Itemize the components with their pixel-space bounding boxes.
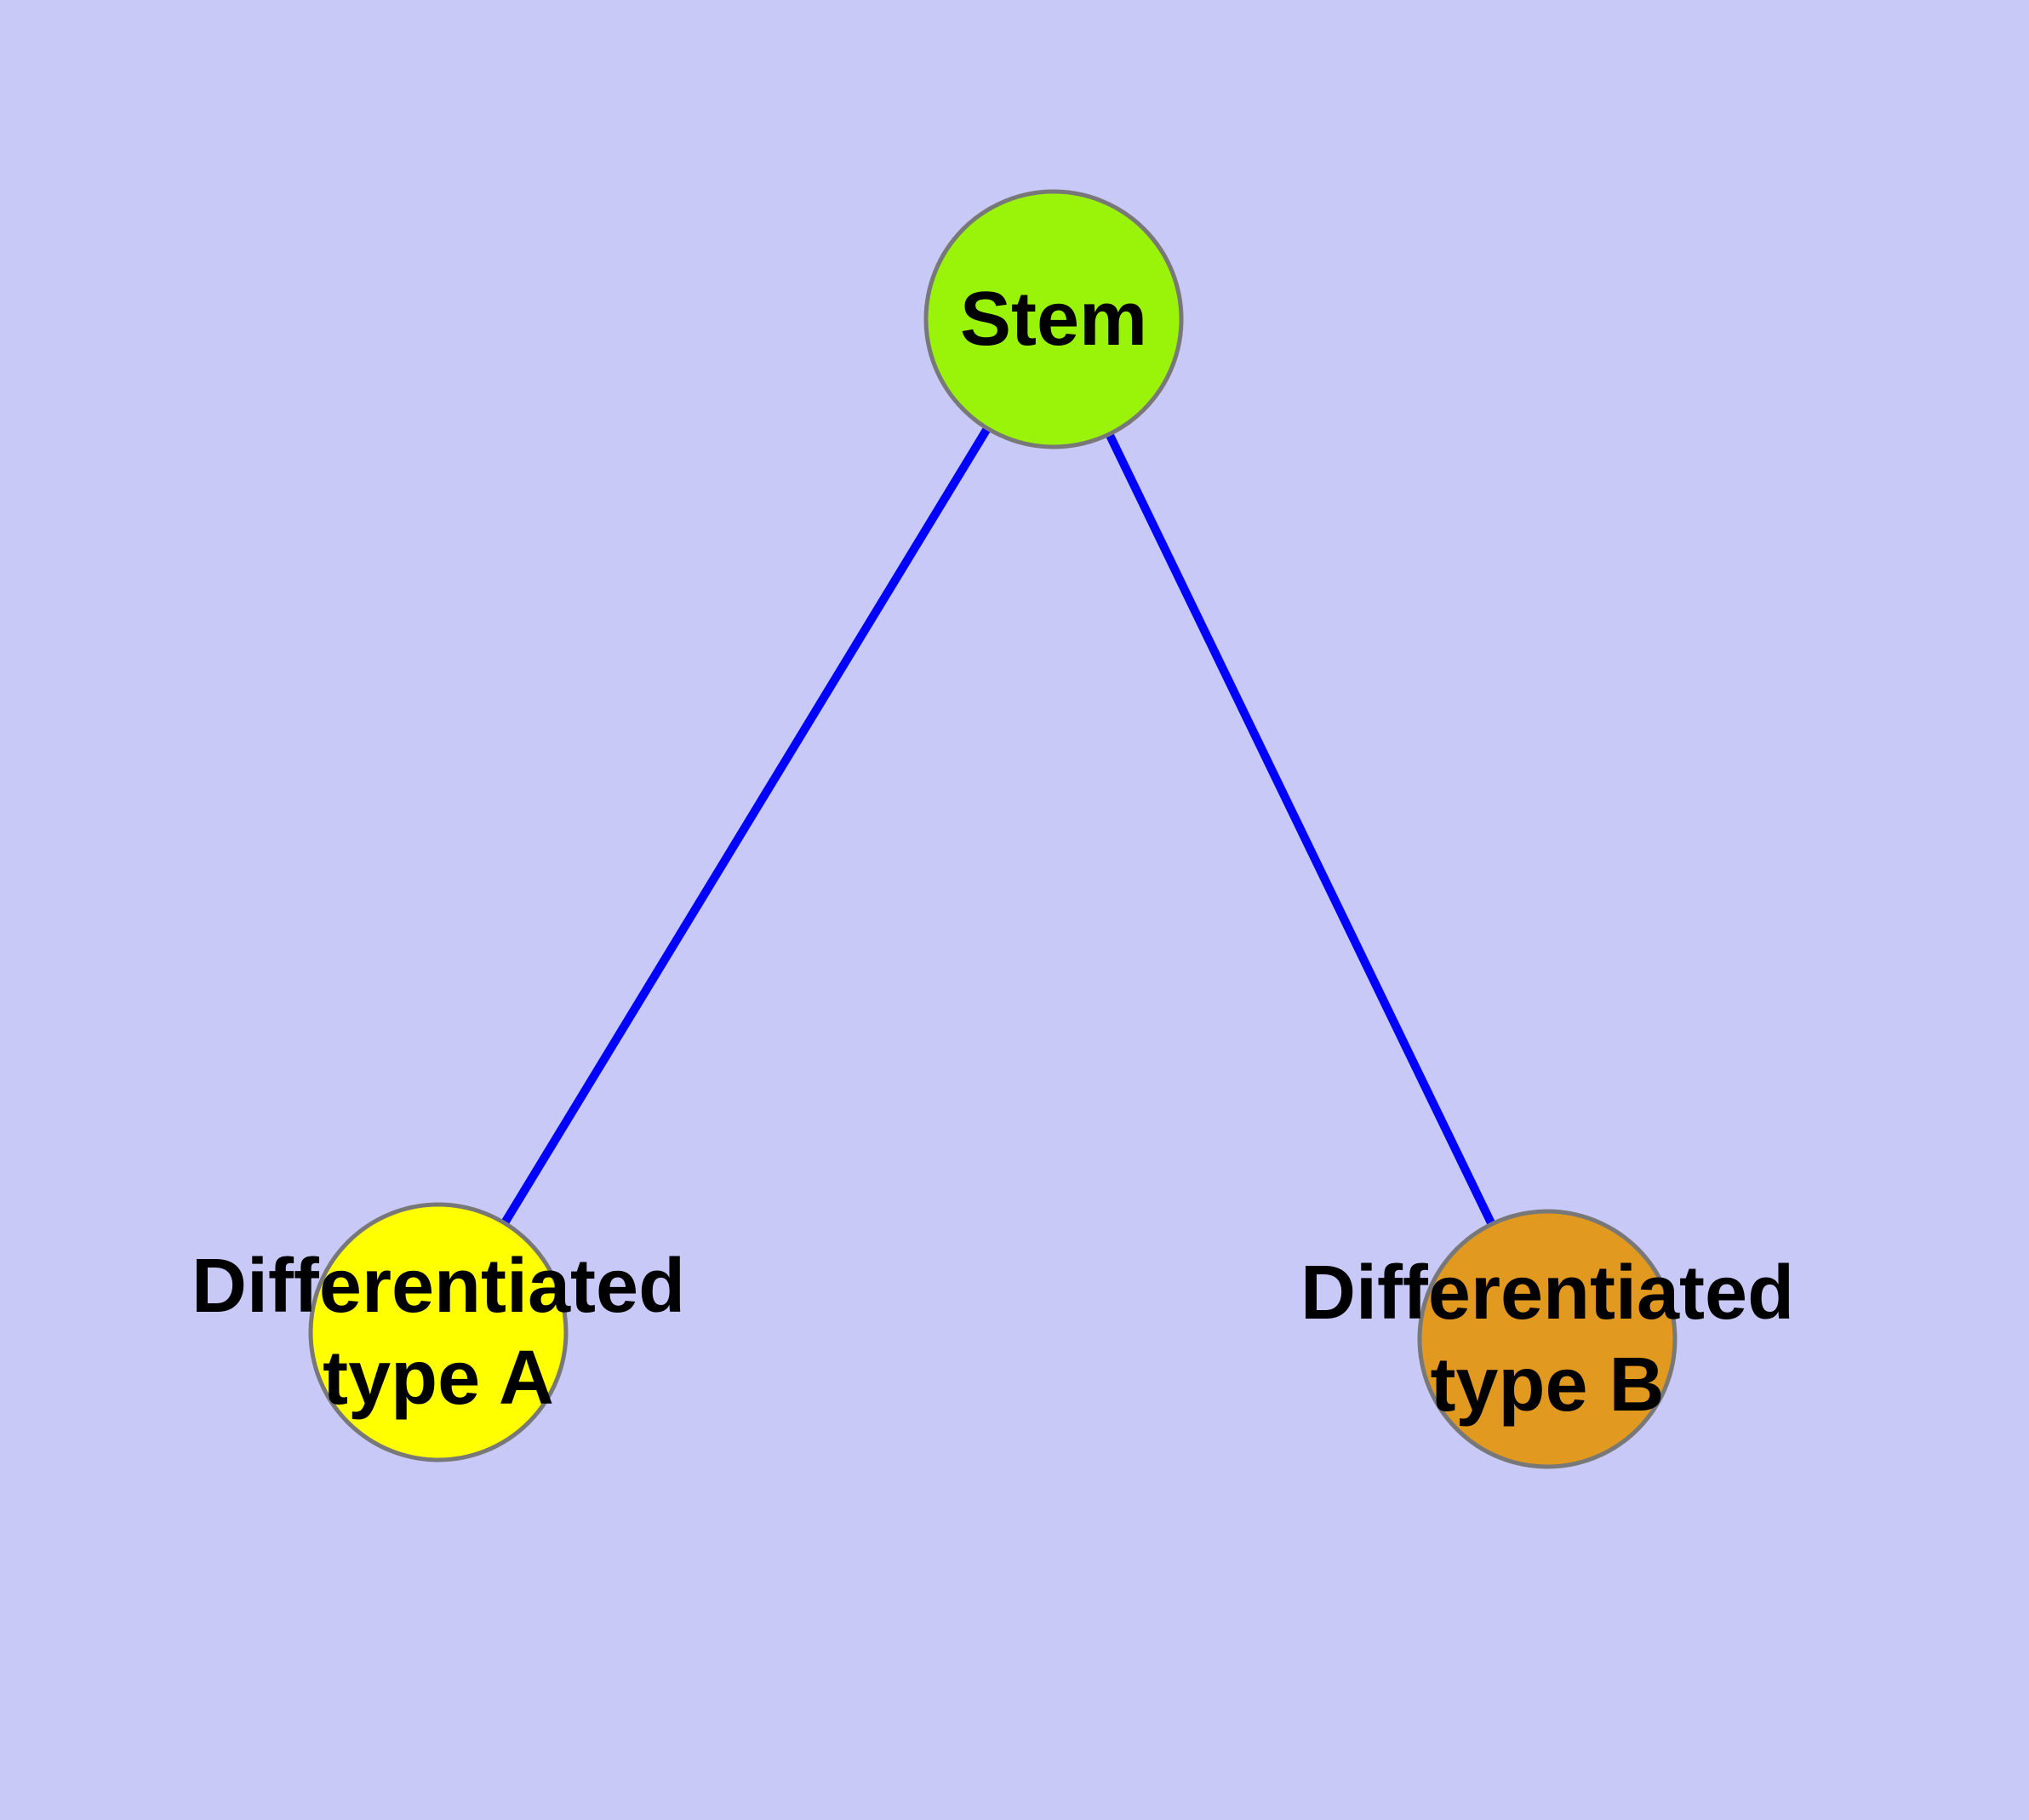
node-type-a-circle	[308, 1202, 569, 1462]
edge-stem-to-type-b	[1049, 317, 1552, 1342]
node-stem-circle	[923, 189, 1184, 449]
edge-stem-to-type-a	[434, 317, 1058, 1335]
node-type-b-circle	[1417, 1209, 1677, 1469]
